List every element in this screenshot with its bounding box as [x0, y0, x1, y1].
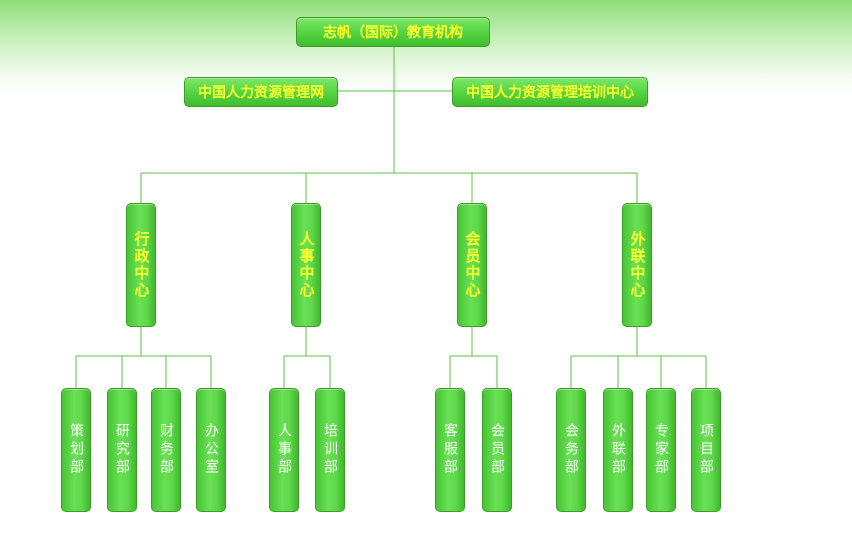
center-node-admin: 行政中心	[126, 203, 156, 327]
root-node: 志帆（国际）教育机构	[296, 17, 490, 47]
dept-node: 会务部	[556, 388, 586, 512]
dept-node-label: 策划部	[68, 423, 84, 477]
dept-node-label: 研究部	[114, 423, 130, 477]
dept-node-label: 客服部	[442, 423, 458, 477]
dept-node-label: 外联部	[610, 423, 626, 477]
center-node-members: 会员中心	[457, 203, 487, 327]
dept-node-label: 项目部	[698, 423, 714, 477]
dept-node-label: 人事部	[276, 423, 292, 477]
dept-node: 人事部	[269, 388, 299, 512]
dept-node: 财务部	[151, 388, 181, 512]
dept-node-label: 会务部	[563, 423, 579, 477]
dept-node: 研究部	[107, 388, 137, 512]
side-node-right-label: 中国人力资源管理培训中心	[466, 85, 634, 101]
center-node-label: 会员中心	[463, 231, 482, 299]
dept-node-label: 培训部	[322, 423, 338, 477]
dept-node: 策划部	[61, 388, 91, 512]
center-node-hr: 人事中心	[291, 203, 321, 327]
dept-node: 培训部	[315, 388, 345, 512]
dept-node: 会员部	[482, 388, 512, 512]
dept-node: 客服部	[435, 388, 465, 512]
dept-node-label: 财务部	[158, 423, 174, 477]
dept-node: 办公室	[196, 388, 226, 512]
dept-node: 专家部	[646, 388, 676, 512]
side-node-left: 中国人力资源管理网	[184, 77, 338, 107]
center-node-label: 行政中心	[132, 231, 151, 299]
side-node-left-label: 中国人力资源管理网	[198, 85, 324, 101]
center-node-label: 外联中心	[628, 231, 647, 299]
dept-node-label: 会员部	[489, 423, 505, 477]
dept-node: 项目部	[691, 388, 721, 512]
center-node-label: 人事中心	[297, 231, 316, 299]
center-node-external: 外联中心	[622, 203, 652, 327]
dept-node-label: 专家部	[653, 423, 669, 477]
side-node-right: 中国人力资源管理培训中心	[452, 77, 648, 107]
root-node-label: 志帆（国际）教育机构	[323, 25, 463, 41]
dept-node: 外联部	[603, 388, 633, 512]
dept-node-label: 办公室	[203, 423, 219, 477]
